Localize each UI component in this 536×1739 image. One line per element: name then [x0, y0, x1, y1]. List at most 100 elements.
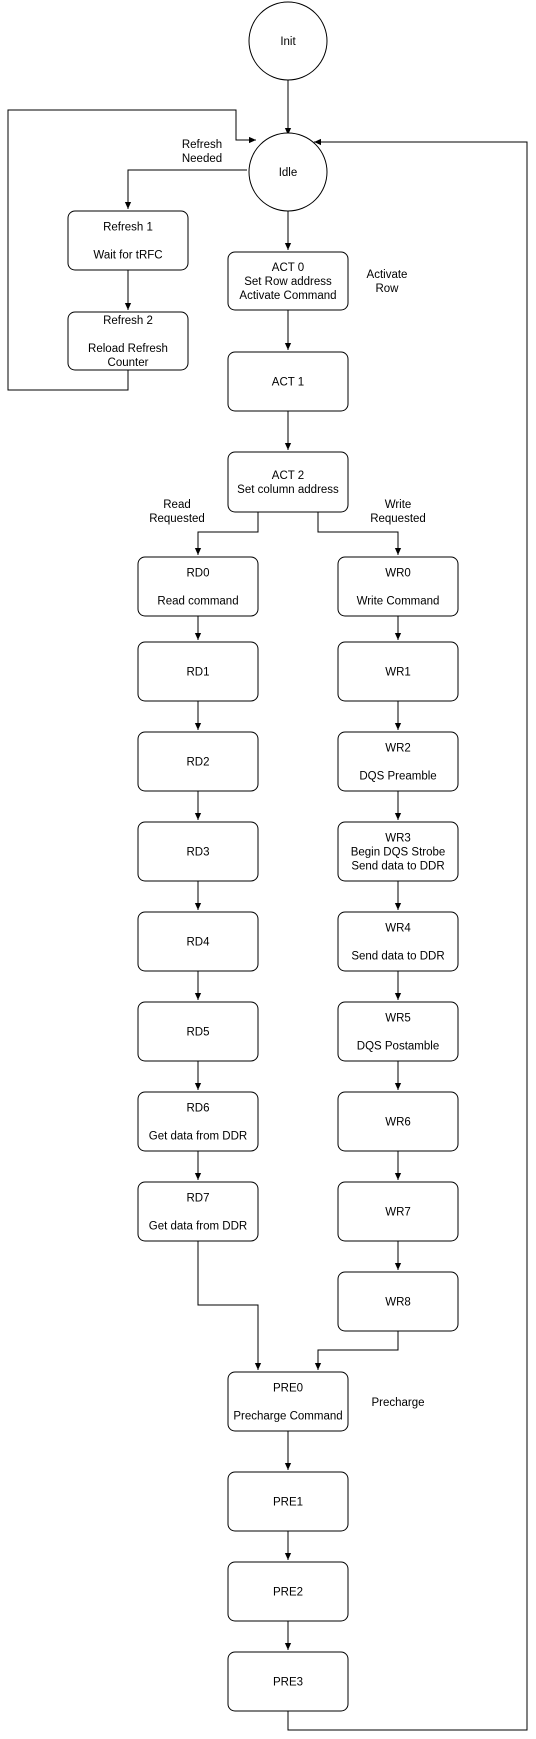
state-act1: ACT 1	[227, 351, 349, 412]
edge-wr8-pre0	[314, 1331, 399, 1370]
state-wr3-label: Begin DQS Strobe	[351, 847, 446, 859]
state-pre2: PRE2	[227, 1561, 349, 1622]
state-refresh1-shape	[67, 210, 189, 271]
label-activate-row-2: Row	[375, 283, 399, 295]
state-wr6-label: WR6	[385, 1117, 411, 1129]
state-pre3-label: PRE3	[273, 1677, 303, 1689]
state-wr5-label: DQS Postamble	[357, 1041, 439, 1053]
edge-refresh2-idle	[7, 109, 256, 391]
transition-arrows	[7, 80, 528, 1731]
state-act2-label: ACT 2	[272, 470, 304, 482]
state-idle: Idle	[248, 132, 328, 212]
state-act0-label: Activate Command	[239, 290, 336, 302]
state-wr1-shape	[337, 641, 459, 702]
state-rd1-shape	[137, 641, 259, 702]
label-read-requested-2: Requested	[149, 513, 205, 525]
state-pre0-shape	[227, 1371, 349, 1432]
state-wr0-label: Write Command	[357, 596, 440, 608]
state-rd5: RD5	[137, 1001, 259, 1062]
state-rd3: RD3	[137, 821, 259, 882]
state-pre2-label: PRE2	[273, 1587, 303, 1599]
state-rd0-label: RD0	[186, 568, 209, 580]
state-idle-shape	[248, 132, 328, 212]
state-refresh1: Refresh 1 Wait for tRFC	[67, 210, 189, 271]
state-rd2: RD2	[137, 731, 259, 792]
state-refresh2-label: Refresh 2	[103, 315, 153, 327]
state-act0-label: Set Row address	[244, 276, 332, 288]
state-act1-shape	[227, 351, 349, 412]
state-rd4-shape	[137, 911, 259, 972]
state-wr8: WR8	[337, 1271, 459, 1332]
state-refresh2-shape	[67, 311, 189, 371]
state-wr5-label: WR5	[385, 1013, 411, 1025]
state-wr5-shape	[337, 1001, 459, 1062]
state-idle-label: Idle	[279, 167, 298, 179]
state-pre0-label: Precharge Command	[233, 1411, 342, 1423]
state-wr2-label: WR2	[385, 743, 411, 755]
state-rd7-shape	[137, 1181, 259, 1242]
state-rd2-shape	[137, 731, 259, 792]
label-activate-row-1: Activate	[367, 269, 408, 281]
state-rd1: RD1	[137, 641, 259, 702]
state-rd7-label: RD7	[186, 1193, 209, 1205]
state-act2-label: Set column address	[237, 484, 339, 496]
label-write-requested-2: Requested	[370, 513, 426, 525]
state-rd5-shape	[137, 1001, 259, 1062]
state-wr7-label: WR7	[385, 1207, 411, 1219]
label-refresh-needed-1: Refresh	[182, 139, 222, 151]
label-write-requested-1: Write	[385, 499, 412, 511]
edge-rd7-pre0	[197, 1241, 262, 1370]
state-rd6-label: RD6	[186, 1103, 209, 1115]
state-act1-label: ACT 1	[272, 377, 304, 389]
state-rd6-label: Get data from DDR	[149, 1131, 247, 1143]
state-wr2-shape	[337, 731, 459, 792]
state-wr4-label: WR4	[385, 923, 411, 935]
state-wr3-label: WR3	[385, 833, 411, 845]
state-pre3: PRE3	[227, 1651, 349, 1712]
state-wr1-label: WR1	[385, 667, 411, 679]
state-refresh2-label: Reload Refresh	[88, 343, 168, 355]
state-refresh1-label: Wait for tRFC	[93, 250, 162, 262]
transition-labels: Refresh Needed Activate Row Read Request…	[149, 139, 426, 1409]
state-wr0-label: WR0	[385, 568, 411, 580]
state-rd0-label: Read command	[157, 596, 238, 608]
state-rd2-label: RD2	[186, 757, 209, 769]
state-wr2-label: DQS Preamble	[359, 771, 436, 783]
edge-pre3-idle	[287, 138, 528, 1731]
state-wr1: WR1	[337, 641, 459, 702]
state-wr8-label: WR8	[385, 1297, 411, 1309]
label-read-requested-1: Read	[163, 499, 191, 511]
state-wr8-shape	[337, 1271, 459, 1332]
label-refresh-needed-2: Needed	[182, 153, 222, 165]
state-init-shape	[248, 1, 328, 81]
state-rd4: RD4	[137, 911, 259, 972]
state-wr7-shape	[337, 1181, 459, 1242]
edge-idle-refresh1	[124, 169, 247, 209]
state-pre2-shape	[227, 1561, 349, 1622]
state-rd0-shape	[137, 556, 259, 617]
edge-act2-rd0	[194, 512, 259, 555]
state-pre0-label: PRE0	[273, 1383, 303, 1395]
state-init: Init	[248, 1, 328, 81]
state-refresh1-label: Refresh 1	[103, 222, 153, 234]
state-pre1: PRE1	[227, 1471, 349, 1532]
state-refresh2-label: Counter	[108, 357, 149, 369]
state-wr3-shape	[337, 821, 459, 882]
state-act2: ACT 2 Set column address	[227, 451, 349, 513]
state-rd4-label: RD4	[186, 937, 210, 949]
state-act0-label: ACT 0	[272, 262, 304, 274]
state-pre1-shape	[227, 1471, 349, 1532]
state-rd5-label: RD5	[186, 1027, 209, 1039]
state-act0-shape	[227, 251, 349, 311]
state-wr6: WR6	[337, 1091, 459, 1152]
state-wr7: WR7	[337, 1181, 459, 1242]
label-precharge: Precharge	[371, 1397, 424, 1409]
